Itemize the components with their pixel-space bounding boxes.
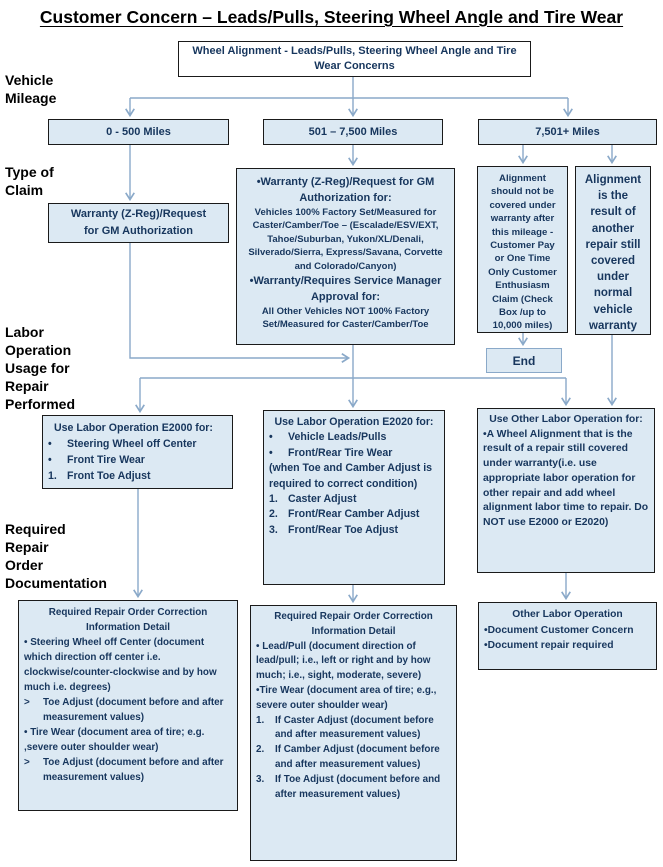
node-mileage-501-7500: 501 – 7,500 Miles	[263, 119, 443, 145]
node-mileage-0-500: 0 - 500 Miles	[48, 119, 229, 145]
side-label-required-repair-order: Required Repair Order Documentation	[5, 521, 107, 591]
side-label-type-of-claim: Type of Claim	[5, 164, 54, 198]
node-other-repair-warranty: Alignment is the result of another repai…	[575, 166, 651, 335]
node-start: Wheel Alignment - Leads/Pulls, Steering …	[178, 41, 531, 77]
node-labor-e2020: Use Labor Operation E2020 for:•Vehicle L…	[263, 410, 445, 585]
node-mileage-7501-plus: 7,501+ Miles	[478, 119, 657, 145]
node-customer-pay: Alignment should not be covered under wa…	[477, 166, 568, 333]
node-doc-e2000: Required Repair Order Correction Informa…	[18, 600, 238, 811]
node-labor-other: Use Other Labor Operation for:•A Wheel A…	[477, 408, 655, 573]
flowchart-title: Customer Concern – Leads/Pulls, Steering…	[39, 7, 624, 27]
node-warranty-authorization-detail: •Warranty (Z-Reg)/Request for GM Authori…	[236, 168, 455, 345]
node-warranty-z-reg: Warranty (Z-Reg)/Request for GM Authoriz…	[48, 203, 229, 243]
node-doc-other: Other Labor Operation•Document Customer …	[478, 602, 657, 670]
side-label-labor-operation-usage: Labor Operation Usage for Repair Perform…	[5, 324, 76, 412]
side-label-vehicle-mileage: Vehicle Mileage	[5, 72, 57, 106]
node-labor-e2000: Use Labor Operation E2000 for:•Steering …	[42, 415, 233, 489]
node-end: End	[486, 348, 562, 373]
node-doc-e2020: Required Repair Order Correction Informa…	[250, 605, 457, 861]
